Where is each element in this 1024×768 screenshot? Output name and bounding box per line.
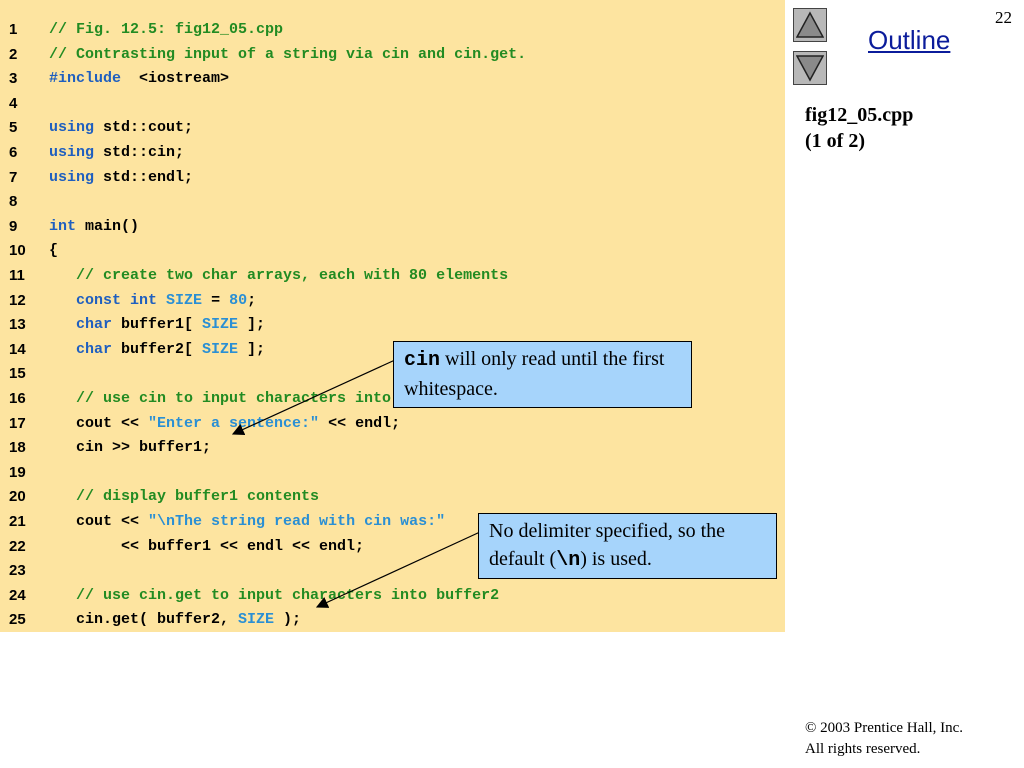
callout-arrows: [231, 359, 481, 608]
callout1-arrow: [231, 359, 396, 435]
code-line: 23: [0, 559, 785, 583]
copyright-line1: 2003 Prentice Hall, Inc.: [816, 720, 964, 736]
code-line: 25 cin.get( buffer2, SIZE );: [0, 608, 785, 632]
code-text: const int SIZE = 80;: [49, 291, 257, 309]
callout-cin-whitespace: cin will only read until the first white…: [393, 341, 692, 408]
code-text: cout << "\nThe string read with cin was:…: [49, 513, 446, 530]
code-text: int main(): [49, 217, 140, 235]
code-text: using std::cin;: [49, 144, 185, 161]
copyright-symbol: ©: [805, 720, 817, 736]
callout1-code: cin: [404, 349, 441, 372]
previous-slide-button[interactable]: [793, 8, 827, 42]
callout2-text-before: No delimiter specified, so the default (: [489, 520, 726, 570]
line-number: 25: [9, 611, 26, 629]
line-number: 16: [9, 390, 26, 407]
line-number: 9: [9, 217, 18, 235]
copyright-notice: © 2003 Prentice Hall, Inc. All rights re…: [805, 718, 963, 760]
line-number: 17: [9, 414, 26, 432]
line-number: 11: [9, 267, 25, 284]
next-slide-button[interactable]: [793, 51, 827, 85]
code-text: // create two char arrays, each with 80 …: [49, 267, 509, 284]
code-text: using std::cout;: [49, 119, 194, 137]
page-number: 22: [995, 8, 1012, 27]
code-line: 15: [0, 362, 785, 386]
callout1-text: will only read until the first whitespac…: [404, 348, 665, 400]
line-number: 18: [9, 439, 26, 457]
line-number: 13: [9, 316, 26, 334]
code-line: 5 using std::cout;: [0, 116, 785, 140]
code-line: 3 #include <iostream>: [0, 67, 785, 91]
code-line: 18 cin >> buffer1;: [0, 436, 785, 460]
line-number: 4: [9, 94, 18, 112]
code-text: char buffer2[ SIZE ];: [49, 340, 266, 358]
code-text: char buffer1[ SIZE ];: [49, 316, 266, 334]
code-line: 22 << buffer1 << endl << endl;: [0, 535, 785, 559]
code-line: 14 char buffer2[ SIZE ];: [0, 338, 785, 362]
code-line: 13 char buffer1[ SIZE ];: [0, 313, 785, 337]
line-number: 22: [9, 537, 26, 555]
triangle-up-icon: [796, 11, 824, 38]
code-text: #include <iostream>: [49, 70, 230, 88]
callout2-arrow: [315, 531, 481, 608]
code-text: cout << "Enter a sentence:" << endl;: [49, 414, 401, 432]
line-number: 12: [9, 291, 26, 309]
line-number: 5: [9, 119, 18, 137]
code-line: 24 // use cin.get to input characters in…: [0, 584, 785, 608]
line-number: 1: [9, 21, 18, 38]
code-line: 2 // Contrasting input of a string via ci…: [0, 43, 785, 67]
line-number: 14: [9, 340, 26, 358]
code-text: {: [49, 242, 59, 260]
callout-default-delimiter: No delimiter specified, so the default (…: [478, 513, 777, 579]
line-number: 2: [9, 45, 18, 63]
copyright-line2: All rights reserved.: [805, 741, 921, 757]
code-text: using std::endl;: [49, 168, 194, 186]
code-text: cin.get( buffer2, SIZE );: [49, 611, 302, 629]
line-number: 24: [9, 586, 26, 604]
line-number: 8: [9, 193, 18, 211]
code-line: 10 {: [0, 239, 785, 263]
file-title: fig12_05.cpp (1 of 2): [805, 102, 913, 154]
code-text: << buffer1 << endl << endl;: [49, 537, 365, 555]
code-line: 8: [0, 190, 785, 214]
code-line: 21 cout << "\nThe string read with cin w…: [0, 510, 785, 534]
code-line: 6 using std::cin;: [0, 141, 785, 165]
code-text: // display buffer1 contents: [49, 488, 320, 506]
line-number: 21: [9, 513, 26, 530]
file-part: (1 of 2): [805, 130, 865, 152]
code-text: // Fig. 12.5: fig12_05.cpp: [49, 21, 284, 38]
line-number: 23: [9, 562, 26, 580]
triangle-down-icon: [796, 55, 824, 82]
callout2-code: \n: [556, 549, 581, 572]
line-number: 7: [9, 168, 18, 186]
code-line: 20 // display buffer1 contents: [0, 485, 785, 509]
line-number: 10: [9, 242, 26, 260]
code-line: 19: [0, 461, 785, 485]
code-line: 4: [0, 92, 785, 116]
line-number: 20: [9, 488, 26, 506]
code-line: 12 const int SIZE = 80;: [0, 289, 785, 313]
line-number: 15: [9, 365, 26, 383]
line-number: 19: [9, 463, 26, 481]
code-line: 11 // create two char arrays, each with …: [0, 264, 785, 288]
code-listing: 1 // Fig. 12.5: fig12_05.cpp 2 // Contrasti…: [0, 0, 785, 632]
code-line: 1 // Fig. 12.5: fig12_05.cpp: [0, 18, 785, 42]
code-line: 17 cout << "Enter a sentence:" << endl;: [0, 412, 785, 436]
code-text: // Contrasting input of a string via cin…: [49, 45, 527, 63]
code-text: cin >> buffer1;: [49, 439, 212, 457]
code-text: // use cin.get to input characters into …: [49, 586, 500, 604]
callout2-text-after: ) is used.: [580, 548, 652, 570]
file-name: fig12_05.cpp: [805, 104, 914, 126]
code-line: 9 int main(): [0, 215, 785, 239]
line-number: 3: [9, 70, 18, 88]
outline-link[interactable]: Outline: [868, 25, 951, 55]
line-number: 6: [9, 144, 18, 161]
code-line: 7 using std::endl;: [0, 166, 785, 190]
